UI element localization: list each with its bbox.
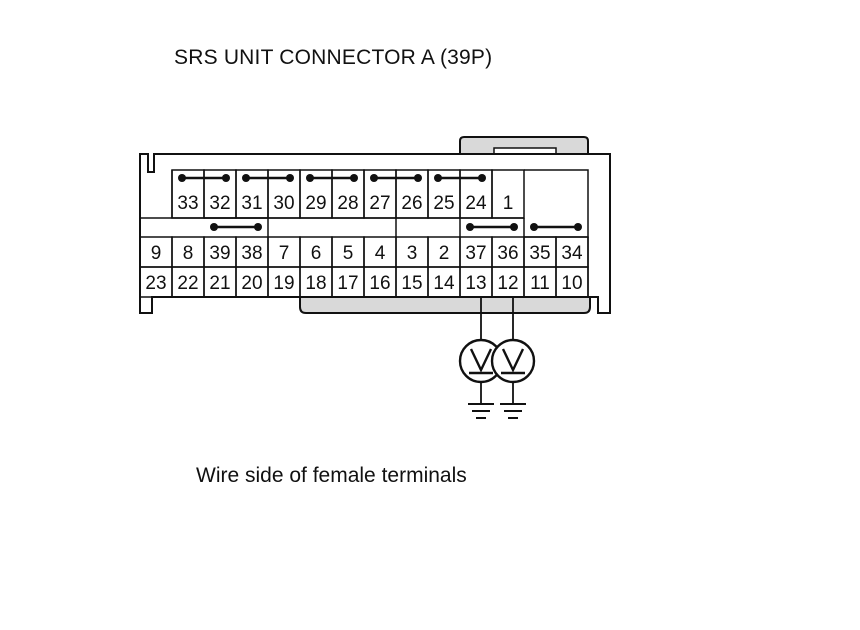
diagram-title: SRS UNIT CONNECTOR A (39P) (174, 46, 493, 69)
terminal-number: 38 (241, 243, 262, 264)
terminal-number: 36 (497, 243, 518, 264)
shorting-bar (530, 223, 582, 231)
terminal-number: 7 (279, 243, 290, 264)
terminal-number: 17 (337, 273, 358, 294)
terminal-number: 1 (503, 193, 514, 214)
probe-13 (458, 298, 504, 419)
terminal-number: 23 (145, 273, 166, 294)
ground-icon (500, 403, 526, 419)
shorting-bar (434, 174, 486, 182)
voltmeter-icon (490, 338, 536, 384)
terminal-number: 32 (209, 193, 230, 214)
terminal-number: 30 (273, 193, 294, 214)
terminal-number: 29 (305, 193, 326, 214)
terminal-number: 26 (401, 193, 422, 214)
terminal-number: 2 (439, 243, 450, 264)
shorting-bar (466, 223, 518, 231)
terminal-number: 4 (375, 243, 386, 264)
shorting-bar (242, 174, 294, 182)
terminal-number: 13 (465, 273, 486, 294)
terminal-number: 14 (433, 273, 455, 294)
terminal-number: 20 (241, 273, 262, 294)
terminal-number: 27 (369, 193, 390, 214)
probe-12 (490, 298, 536, 419)
terminal-number: 19 (273, 273, 294, 294)
terminal-number: 28 (337, 193, 358, 214)
shorting-bar (306, 174, 358, 182)
terminal-number: 22 (177, 273, 198, 294)
housing-partition (204, 217, 269, 237)
shorting-bar (210, 223, 262, 231)
terminal-number: 39 (209, 243, 230, 264)
housing-partition (524, 169, 589, 238)
connector-shelf (299, 297, 591, 314)
terminal-number: 15 (401, 273, 422, 294)
terminal-number: 9 (151, 243, 162, 264)
shorting-bar (178, 174, 230, 182)
terminal-number: 5 (343, 243, 354, 264)
terminal-number: 18 (305, 273, 326, 294)
terminal-number: 35 (529, 243, 550, 264)
terminal-number: 11 (530, 273, 550, 294)
terminal-number: 8 (183, 243, 194, 264)
terminal-number: 34 (561, 243, 583, 264)
diagram-caption: Wire side of female terminals (196, 464, 467, 487)
ground-icon (468, 403, 494, 419)
terminal-number: 33 (177, 193, 198, 214)
terminal-number: 16 (369, 273, 390, 294)
terminal-number: 37 (465, 243, 486, 264)
terminal-number: 21 (209, 273, 230, 294)
terminal-number: 10 (561, 273, 582, 294)
terminal-number: 24 (465, 193, 487, 214)
terminal-number: 31 (241, 193, 262, 214)
terminal-number: 6 (311, 243, 322, 264)
shorting-bar (370, 174, 422, 182)
terminal-number: 3 (407, 243, 418, 264)
terminal-number: 25 (433, 193, 454, 214)
terminal-number: 12 (497, 273, 518, 294)
